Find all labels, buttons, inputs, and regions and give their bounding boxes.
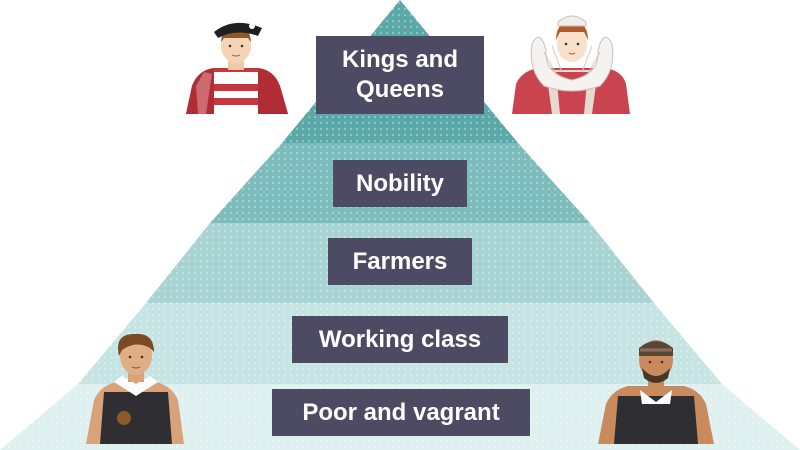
vagrant-figure-icon	[598, 340, 714, 444]
tier-label-kings-and-queens: Kings and Queens	[316, 36, 484, 114]
queen-figure-icon	[512, 15, 630, 114]
poor-man-figure-icon	[86, 333, 184, 444]
tier-label-nobility: Nobility	[333, 160, 467, 207]
king-figure-icon	[186, 22, 288, 114]
tier-label-poor-and-vagrant: Poor and vagrant	[272, 389, 530, 436]
tier-label-farmers: Farmers	[328, 238, 472, 285]
tier-label-working-class: Working class	[292, 316, 508, 363]
